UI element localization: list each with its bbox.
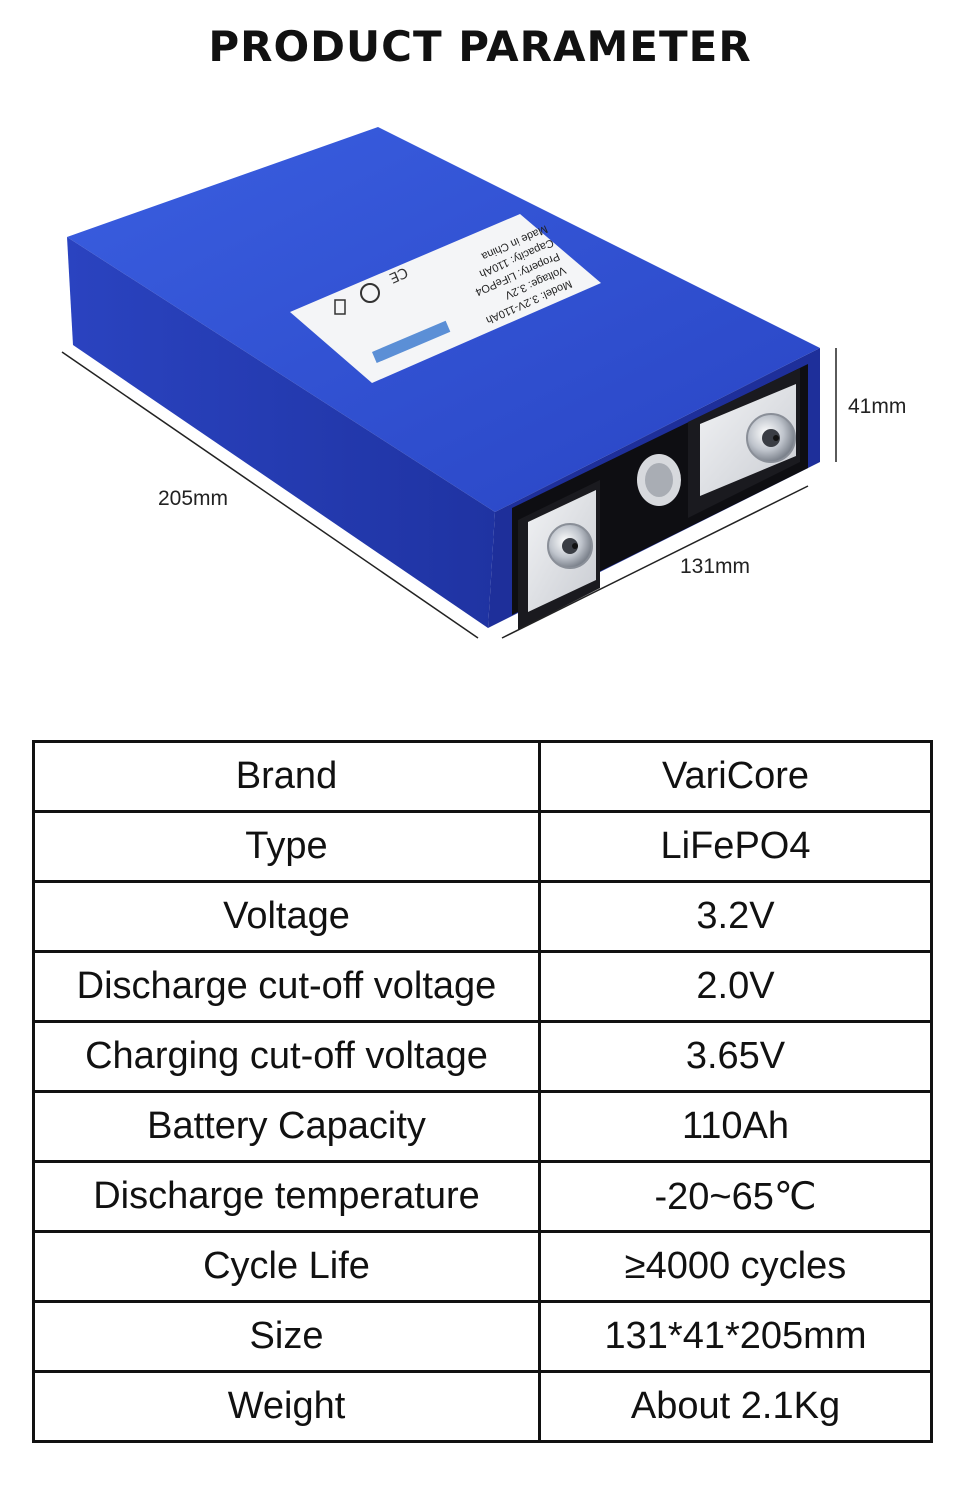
battery-product-image: Model: 3.2V-110Ah Voltage: 3.2V Property… [61, 127, 906, 639]
table-row: Battery Capacity 110Ah [32, 1090, 933, 1163]
param-cell: Size [32, 1300, 541, 1373]
param-cell: Cycle Life [32, 1230, 541, 1303]
barcode-strip [372, 320, 451, 364]
table-row: Cycle Life ≥4000 cycles [32, 1230, 933, 1303]
table-row: Brand VariCore [32, 740, 933, 813]
param-cell: Weight [32, 1370, 541, 1443]
param-cell: Voltage [32, 880, 541, 953]
value-cell: VariCore [538, 740, 933, 813]
ce-mark-icon: CE [387, 264, 411, 286]
table-row: Discharge temperature -20~65℃ [32, 1160, 933, 1233]
terminal-left [518, 480, 600, 630]
dim-width-label: 131mm [680, 555, 750, 578]
value-cell: 2.0V [538, 950, 933, 1023]
battery-left-side [67, 237, 495, 628]
safety-vent [637, 454, 681, 506]
value-cell: About 2.1Kg [538, 1370, 933, 1443]
spec-table: Brand VariCore Type LiFePO4 Voltage 3.2V… [32, 740, 933, 1443]
page-title: PRODUCT PARAMETER [208, 22, 752, 71]
param-cell: Discharge temperature [32, 1160, 541, 1233]
table-row: Size 131*41*205mm [32, 1300, 933, 1373]
param-cell: Type [32, 810, 541, 883]
table-row: Charging cut-off voltage 3.65V [32, 1020, 933, 1093]
table-row: Voltage 3.2V [32, 880, 933, 953]
value-cell: -20~65℃ [538, 1160, 933, 1233]
param-cell: Charging cut-off voltage [32, 1020, 541, 1093]
cell-label-sticker: Model: 3.2V-110Ah Voltage: 3.2V Property… [290, 214, 601, 383]
table-row: Type LiFePO4 [32, 810, 933, 883]
value-cell: 3.65V [538, 1020, 933, 1093]
value-cell: LiFePO4 [538, 810, 933, 883]
dim-height-label: 41mm [848, 395, 906, 418]
param-cell: Brand [32, 740, 541, 813]
dim-line-width [501, 485, 809, 639]
param-cell: Discharge cut-off voltage [32, 950, 541, 1023]
terminal-right [688, 368, 800, 518]
table-row: Discharge cut-off voltage 2.0V [32, 950, 933, 1023]
value-cell: 131*41*205mm [538, 1300, 933, 1373]
dim-length-label: 205mm [158, 487, 228, 510]
dim-line-length [61, 351, 479, 639]
param-cell: Battery Capacity [32, 1090, 541, 1163]
recycle-icon [360, 283, 380, 303]
value-cell: 3.2V [538, 880, 933, 953]
table-row: Weight About 2.1Kg [32, 1370, 933, 1443]
bin-icon [334, 299, 346, 315]
value-cell: ≥4000 cycles [538, 1230, 933, 1303]
value-cell: 110Ah [538, 1090, 933, 1163]
